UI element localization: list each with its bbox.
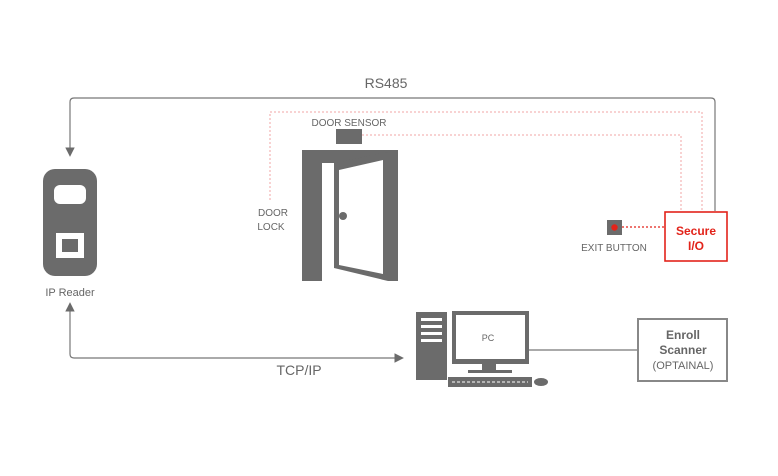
door-lock-label-line2: LOCK	[257, 222, 285, 233]
door-icon	[302, 150, 398, 281]
secure-io-label-line1: Secure	[676, 224, 716, 238]
secure-io-box: Secure I/O	[664, 211, 728, 262]
exit-button-label: EXIT BUTTON	[581, 243, 647, 254]
door-sensor-icon	[336, 129, 362, 144]
door-lock-label-line1: DOOR	[258, 208, 288, 219]
ip-reader-label: IP Reader	[45, 287, 95, 299]
door-sensor-wire	[362, 134, 682, 211]
enroll-label-line1: Enroll	[666, 328, 700, 342]
rs485-label: RS485	[365, 75, 408, 91]
door-sensor-label: DOOR SENSOR	[311, 118, 386, 129]
rs485-line	[65, 97, 716, 211]
keyboard-icon	[448, 377, 532, 387]
pc-label: PC	[482, 333, 495, 343]
door-lock-wire	[269, 111, 703, 211]
tcp-ip-label: TCP/IP	[276, 362, 321, 378]
enroll-label-line2: Scanner	[659, 343, 707, 357]
enroll-label-line3: (OPTAINAL)	[653, 360, 714, 372]
pc-tower-icon	[416, 312, 447, 380]
exit-button-icon	[607, 220, 622, 235]
enroll-scanner-box: Enroll Scanner (OPTAINAL)	[637, 318, 728, 382]
secure-io-label-line2: I/O	[688, 239, 704, 253]
mouse-icon	[534, 378, 548, 386]
tcp-ip-line	[65, 302, 404, 363]
monitor-icon	[452, 311, 529, 373]
ip-reader-icon	[43, 169, 97, 276]
